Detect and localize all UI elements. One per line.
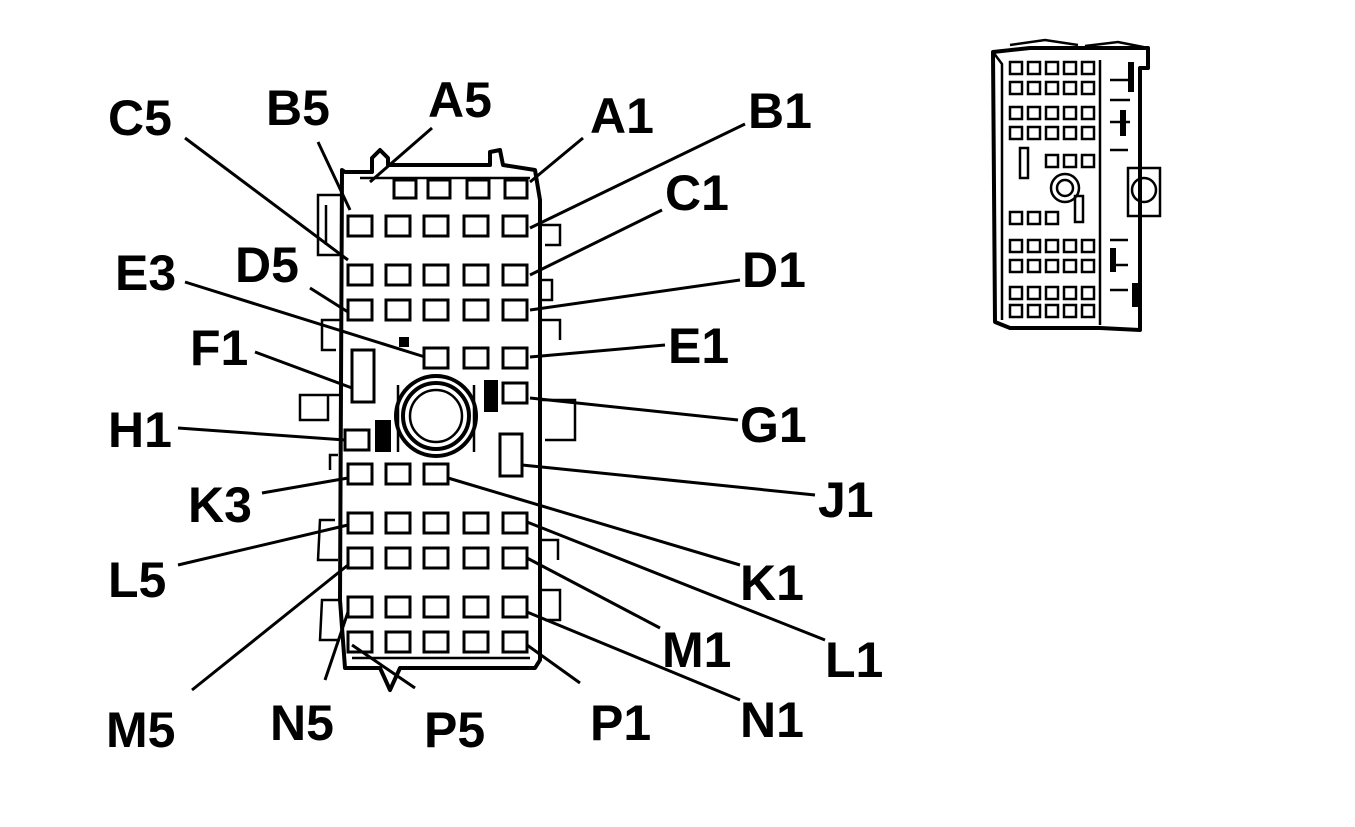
cavity-row-c xyxy=(346,263,529,287)
cavity-row-e xyxy=(422,346,529,370)
leader-lines xyxy=(177,122,826,702)
cavity-h1 xyxy=(343,428,371,452)
pin-label-e3: E3 xyxy=(115,245,176,301)
pin-label-m1: M1 xyxy=(662,622,731,678)
pin-label-g1: G1 xyxy=(740,397,807,453)
pin-label-l1: L1 xyxy=(825,632,883,688)
cavity-g1 xyxy=(501,381,529,405)
pin-label-f1: F1 xyxy=(190,320,248,376)
pin-label-m5: M5 xyxy=(106,702,175,758)
cavity-row-a xyxy=(392,178,529,200)
cavity-j1 xyxy=(498,432,524,478)
cavity-row-d xyxy=(346,298,529,322)
cavity-row-m xyxy=(346,546,529,570)
center-bolt-boss xyxy=(375,374,498,458)
pin-label-a1: A1 xyxy=(590,88,654,144)
pin-label-b1: B1 xyxy=(748,83,812,139)
cavity-f1 xyxy=(350,348,376,404)
pin-label-k3: K3 xyxy=(188,477,252,533)
pin-label-n1: N1 xyxy=(740,692,804,748)
iso-cavities xyxy=(1008,60,1096,319)
cavity-row-l xyxy=(346,511,529,535)
pin-label-k1: K1 xyxy=(740,555,804,611)
connector-face xyxy=(298,148,577,692)
pin-label-b5: B5 xyxy=(266,80,330,136)
pin-label-d5: D5 xyxy=(235,237,299,293)
pin-label-p1: P1 xyxy=(590,695,651,751)
cavity-row-p xyxy=(346,630,529,654)
pin-labels: C5 B5 A5 A1 B1 C1 E3 D5 D1 F1 E1 H1 G1 K… xyxy=(106,72,883,758)
pin-label-n5: N5 xyxy=(270,695,334,751)
pin-label-c1: C1 xyxy=(665,165,729,221)
pin-label-d1: D1 xyxy=(742,242,806,298)
pin-label-p5: P5 xyxy=(424,702,485,758)
pin-label-l5: L5 xyxy=(108,552,166,608)
cavity-row-k xyxy=(346,462,450,486)
connector-iso-view xyxy=(991,38,1162,332)
pin-label-h1: H1 xyxy=(108,402,172,458)
cavity-row-n xyxy=(346,595,529,619)
pin-label-c5: C5 xyxy=(108,90,172,146)
cavity-row-b xyxy=(346,214,529,238)
pin-label-j1: J1 xyxy=(818,472,874,528)
pin-label-e1: E1 xyxy=(668,318,729,374)
pin-label-a5: A5 xyxy=(428,72,492,128)
